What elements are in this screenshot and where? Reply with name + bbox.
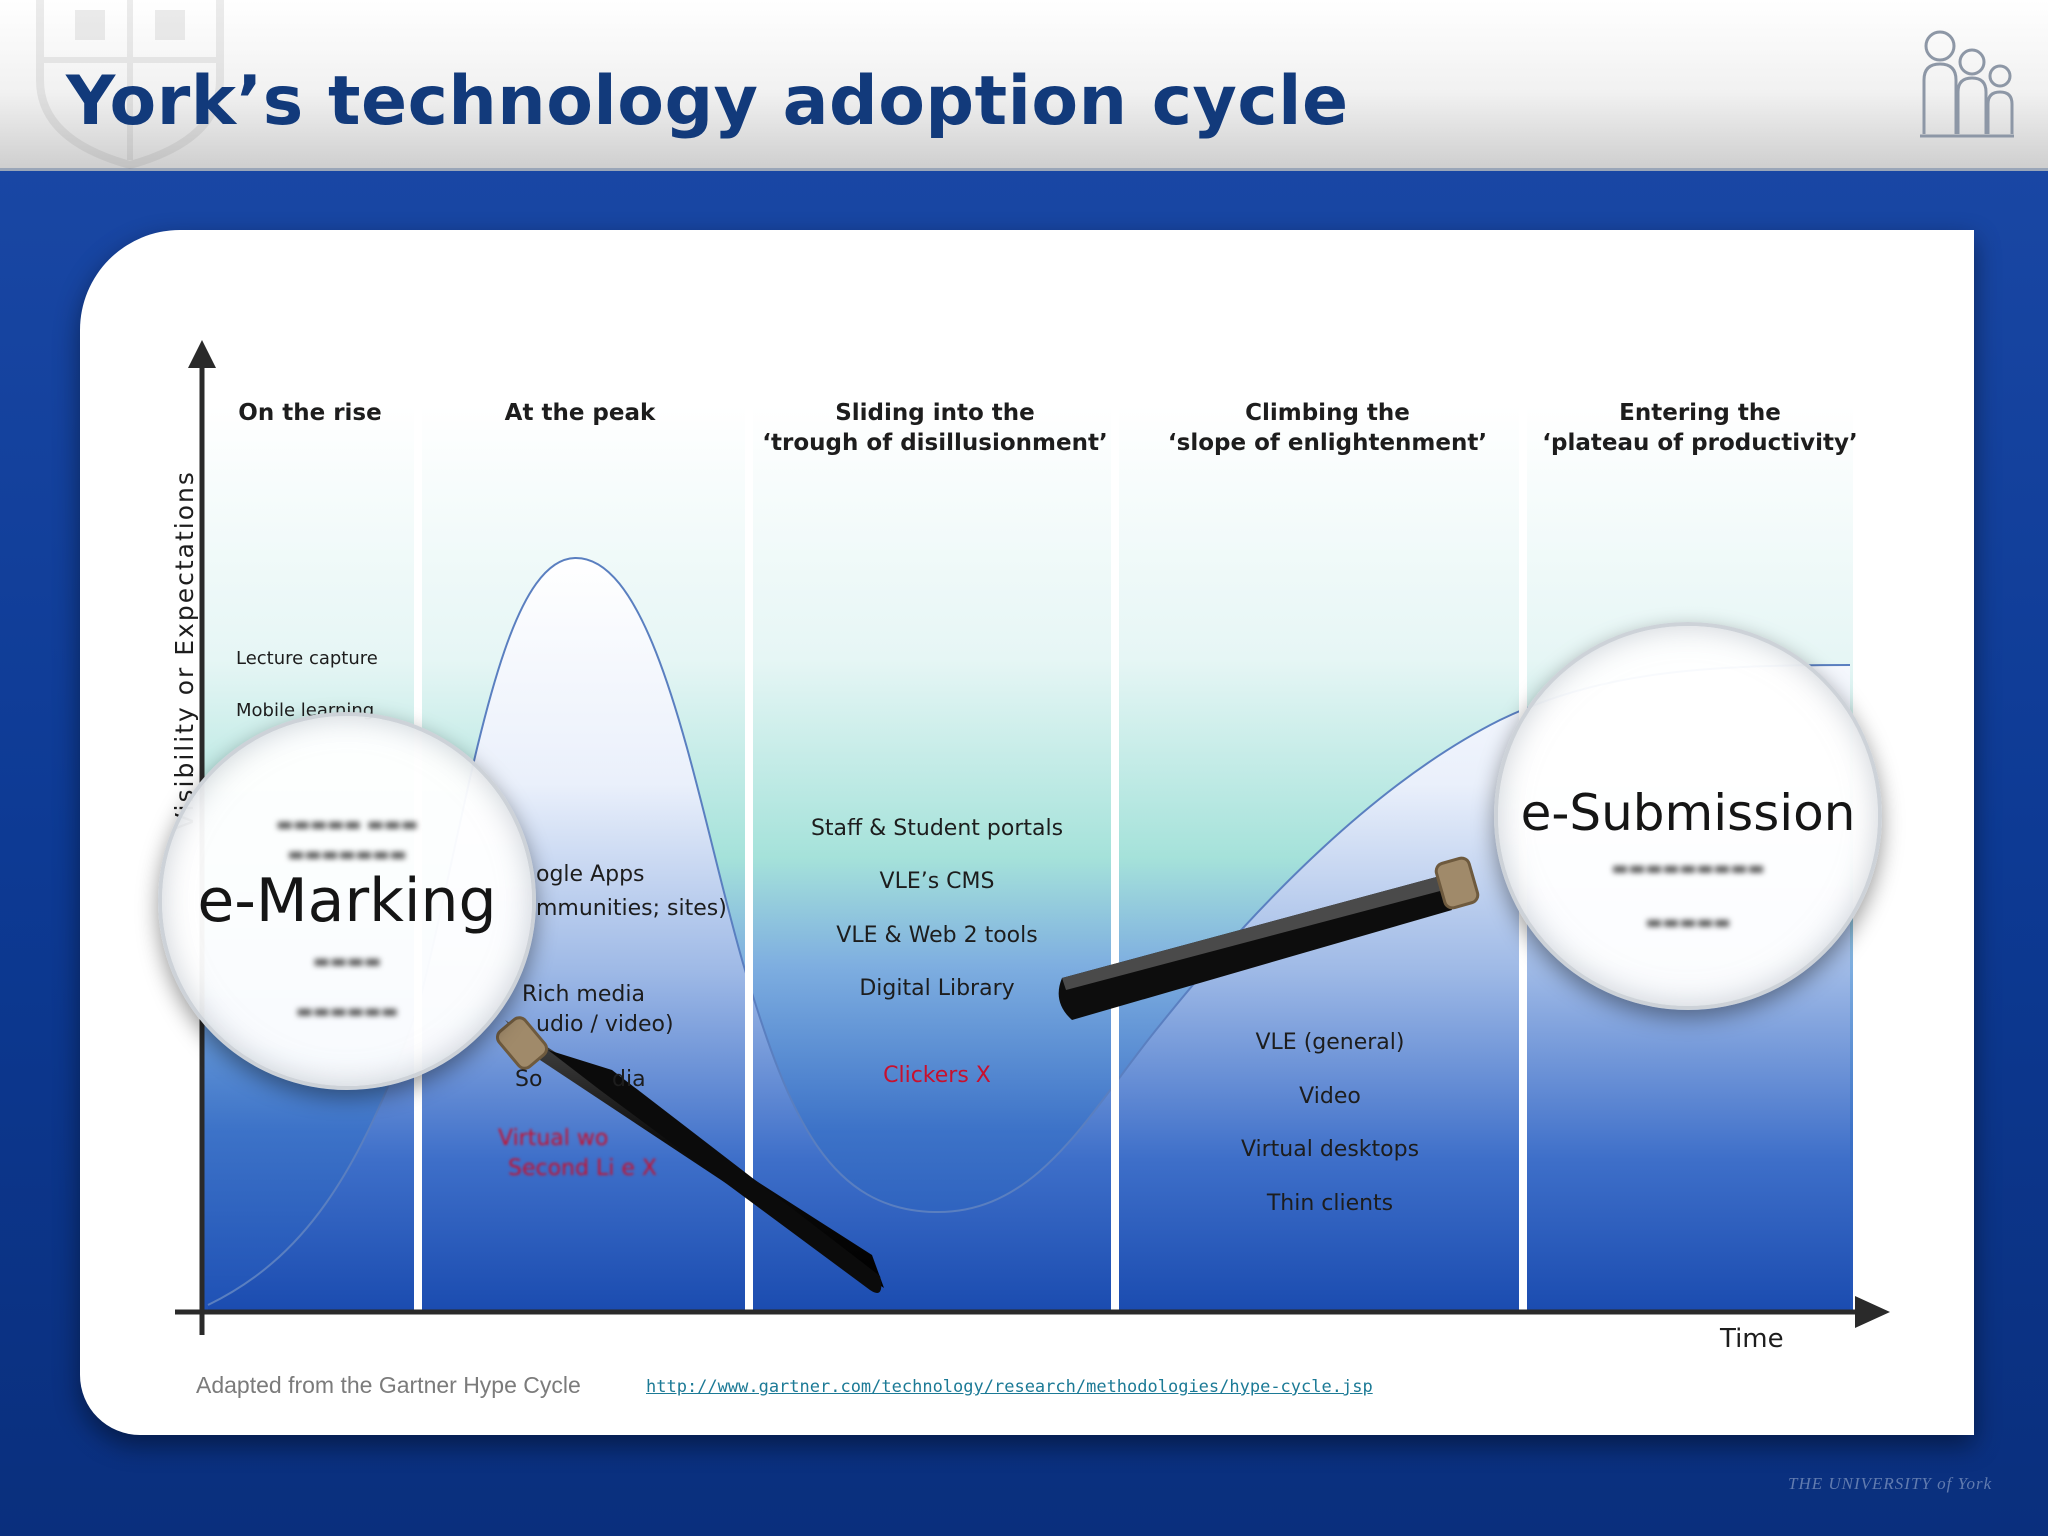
item-digital-library: Digital Library [859, 976, 1015, 1001]
slide-title: York’s technology adoption cycle [66, 62, 1349, 141]
phase-heading-line: On the rise [238, 400, 382, 426]
right-magnifier-handle [1058, 856, 1480, 1020]
slide-header: York’s technology adoption cycle [0, 0, 2048, 171]
item-rich-media: Rich media [522, 982, 645, 1007]
item-staff-student-portals: Staff & Student portals [810, 816, 1064, 841]
left-magnifier-lens: ▬▬▬▬▬ ▬▬▬ ▬▬▬▬▬▬▬ e-Marking ▬▬▬▬ ▬▬▬▬▬▬ [158, 712, 536, 1090]
e-submission-label: e-Submission [1520, 784, 1856, 842]
phase-heading-line: Climbing the [1245, 400, 1410, 426]
phase-heading-on-the-rise: On the rise [230, 398, 390, 428]
blurred-background-text: ▬▬▬▬ [312, 951, 382, 972]
x-axis-arrow-icon [1855, 1296, 1890, 1328]
band-divider [745, 405, 753, 1310]
item-thin-clients: Thin clients [1266, 1191, 1394, 1216]
item-google-apps: ogle Apps [536, 862, 645, 887]
item-video: Video [1299, 1084, 1361, 1109]
item-vles-cms: VLE’s CMS [879, 869, 995, 894]
blurred-background-text: ▬▬▬▬▬▬▬ [287, 844, 407, 865]
left-magnifier-handle [505, 1020, 884, 1293]
people-logo-icon [1920, 30, 2014, 138]
gartner-source-link[interactable]: http://www.gartner.com/technology/resear… [646, 1377, 1373, 1397]
item-clickers: Clickers X [883, 1063, 991, 1088]
source-note: Adapted from the Gartner Hype Cycle [196, 1372, 581, 1398]
y-axis-arrow-icon [188, 340, 216, 368]
x-axis-label: Time [1720, 1324, 1784, 1354]
phase-heading-plateau: Entering the ‘plateau of productivity’ [1530, 398, 1870, 458]
blurred-background-text: ▬▬▬▬▬ [1645, 912, 1731, 933]
item-virtual-desktops: Virtual desktops [1240, 1137, 1420, 1162]
phase-heading-line: Sliding into the [835, 400, 1035, 426]
item-audio-video: udio / video) [536, 1012, 674, 1037]
y-axis-label: Visibility or Expectations [170, 470, 199, 830]
left-magnifier-collar [495, 1016, 549, 1070]
university-wordmark: THE UNIVERSITY of York [1788, 1474, 1993, 1493]
item-vle-general: VLE (general) [1255, 1030, 1405, 1055]
phase-heading-slope: Climbing the ‘slope of enlightenment’ [1150, 398, 1505, 458]
item-virtual-worlds: Virtual wo [498, 1126, 609, 1151]
university-crest-watermark [36, 0, 224, 170]
item-vle-web2-tools: VLE & Web 2 tools [836, 923, 1038, 948]
item-lecture-capture: Lecture capture [236, 648, 378, 669]
hype-curve-area [208, 557, 1850, 1310]
phase-heading-line: ‘slope of enlightenment’ [1167, 430, 1488, 456]
right-magnifier-lens: e-Submission ▬▬▬▬▬▬▬▬▬ ▬▬▬▬▬ [1494, 622, 1882, 1010]
phase-heading-line: Entering the [1619, 400, 1781, 426]
phase-heading-at-the-peak: At the peak [480, 398, 680, 428]
blurred-background-text: ▬▬▬▬▬▬▬▬▬ [1611, 858, 1765, 879]
band-divider [1111, 405, 1119, 1310]
phase-heading-line: ‘plateau of productivity’ [1542, 430, 1858, 456]
item-communities-sites: mmunities; sites) [536, 896, 727, 921]
phase-heading-line: ‘trough of disillusionment’ [762, 430, 1108, 456]
phase-heading-trough: Sliding into the ‘trough of disillusionm… [760, 398, 1110, 458]
e-marking-label: e-Marking [197, 866, 497, 936]
phase-heading-line: At the peak [504, 400, 656, 426]
item-social-media-start: So [515, 1067, 543, 1092]
blurred-background-text: ▬▬▬▬▬ ▬▬▬ [276, 814, 418, 835]
blurred-background-text: ▬▬▬▬▬▬ [295, 1001, 399, 1022]
item-social-media-end: dia [612, 1067, 646, 1092]
item-second-life: Second Li e X [508, 1156, 657, 1181]
